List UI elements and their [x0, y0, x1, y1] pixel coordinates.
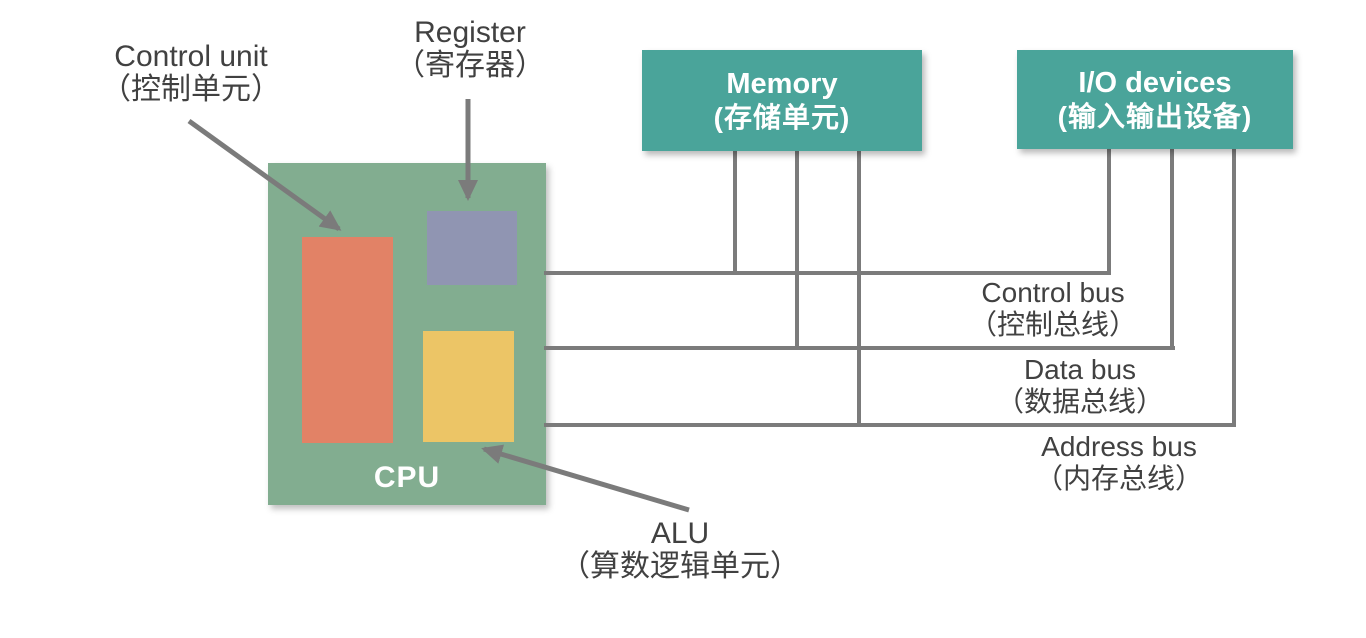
address-bus-label-en: Address bus [1041, 431, 1197, 462]
io-devices-label-zh: (输入输出设备) [1057, 100, 1253, 132]
io-address-bus-connector [1232, 149, 1236, 427]
control-bus-label-zh: （控制总线） [968, 309, 1137, 340]
data-bus-label-en: Data bus [1023, 354, 1137, 385]
control-bus-label-en: Control bus [981, 277, 1125, 308]
control-bus-line [544, 271, 1111, 275]
address-bus-line [544, 423, 1236, 427]
memory-control-bus-connector [733, 151, 737, 275]
register-block [427, 211, 517, 285]
io-devices-node: I/O devices (输入输出设备) [1017, 50, 1293, 149]
io-control-bus-connector [1107, 149, 1111, 275]
control-unit-callout-en: Control unit [114, 40, 268, 73]
memory-label-en: Memory [726, 67, 838, 100]
memory-data-bus-connector [795, 151, 799, 350]
io-devices-label-en: I/O devices [1078, 66, 1232, 99]
data-bus-label-zh: （数据总线） [995, 386, 1164, 417]
memory-node: Memory (存储单元) [642, 50, 922, 151]
io-data-bus-connector [1170, 149, 1174, 350]
alu-block [423, 331, 514, 442]
memory-label-zh: (存储单元) [713, 101, 851, 133]
register-callout: Register （寄存器） [380, 16, 560, 82]
cpu-label: CPU [373, 461, 441, 494]
control-unit-block [302, 237, 393, 443]
register-callout-zh: （寄存器） [395, 49, 545, 82]
address-bus-label: Address bus （内存总线） [1019, 431, 1219, 495]
control-bus-label: Control bus （控制总线） [953, 277, 1153, 341]
alu-callout-en: ALU [650, 517, 710, 550]
register-callout-en: Register [414, 16, 526, 49]
control-unit-callout: Control unit （控制单元） [85, 40, 297, 106]
alu-callout-zh: （算数逻辑单元） [560, 550, 800, 583]
memory-address-bus-connector [857, 151, 861, 427]
control-unit-callout-zh: （控制单元） [101, 73, 281, 106]
address-bus-label-zh: （内存总线） [1034, 463, 1203, 494]
data-bus-label: Data bus （数据总线） [980, 354, 1180, 418]
alu-callout: ALU （算数逻辑单元） [555, 517, 805, 583]
